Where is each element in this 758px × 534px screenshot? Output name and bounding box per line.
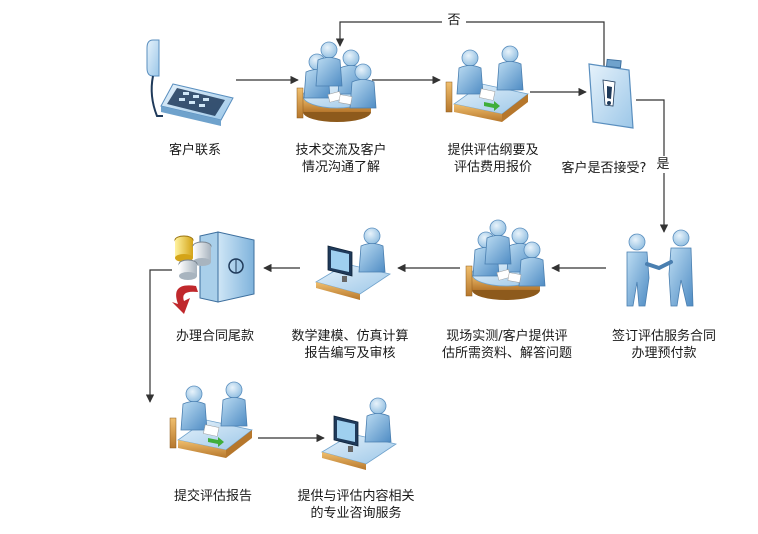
step-tech-exchange-line2: 情况沟通了解 bbox=[301, 160, 380, 175]
step-consulting-line2: 的专业咨询服务 bbox=[310, 506, 402, 521]
telephone-icon bbox=[146, 39, 234, 126]
step-sign-contract-line1: 签订评估服务合同 bbox=[611, 329, 716, 344]
handshake-icon bbox=[626, 229, 694, 307]
step-modeling-line1: 数学建模、仿真计算 bbox=[291, 329, 409, 344]
step-tech-exchange-line1: 技术交流及客户 bbox=[295, 143, 387, 158]
step-submit-report-label: 提交评估报告 bbox=[173, 489, 252, 504]
step-modeling-line2: 报告编写及审核 bbox=[304, 346, 396, 361]
arrow-payment-to-report bbox=[145, 269, 172, 403]
step-sign-contract-label: 签订评估服务合同 办理预付款 bbox=[594, 328, 734, 362]
flow-arrows bbox=[145, 21, 669, 443]
arrow-no-back-to-exchange bbox=[335, 21, 605, 68]
step-provide-outline-line1: 提供评估纲要及 bbox=[447, 143, 539, 158]
step-provide-outline-line2: 评估费用报价 bbox=[453, 160, 532, 175]
step-tech-exchange-label: 技术交流及客户 情况沟通了解 bbox=[276, 142, 406, 176]
step-onsite-survey-line1: 现场实测/客户提供评 bbox=[446, 329, 568, 344]
step-onsite-survey-label: 现场实测/客户提供评 估所需资料、解答问题 bbox=[422, 328, 592, 362]
step-modeling-label: 数学建模、仿真计算 报告编写及审核 bbox=[270, 328, 430, 362]
coins-safe-icon bbox=[172, 231, 255, 314]
document-handover-icon bbox=[170, 382, 252, 458]
step-provide-outline-label: 提供评估纲要及 评估费用报价 bbox=[428, 142, 558, 176]
round-table-meeting-icon bbox=[466, 220, 545, 300]
arrow-yes-to-contract bbox=[636, 99, 669, 233]
step-final-payment-label: 办理合同尾款 bbox=[175, 329, 254, 344]
branch-no-label: 否 bbox=[442, 12, 466, 29]
computer-workstation-icon bbox=[322, 398, 396, 470]
round-table-meeting-icon bbox=[297, 42, 376, 122]
step-consulting-line1: 提供与评估内容相关 bbox=[297, 489, 415, 504]
computer-workstation-icon bbox=[316, 228, 390, 300]
document-handover-icon bbox=[446, 46, 528, 122]
step-customer-contact-label: 客户联系 bbox=[168, 143, 221, 158]
step-sign-contract-line2: 办理预付款 bbox=[631, 346, 697, 361]
step-consulting-label: 提供与评估内容相关 的专业咨询服务 bbox=[276, 488, 436, 522]
decision-accept-label: 客户是否接受? bbox=[561, 161, 647, 176]
clipboard-exclamation-icon bbox=[588, 58, 634, 129]
step-onsite-survey-line2: 估所需资料、解答问题 bbox=[441, 346, 572, 361]
branch-yes-label: 是 bbox=[651, 156, 675, 173]
